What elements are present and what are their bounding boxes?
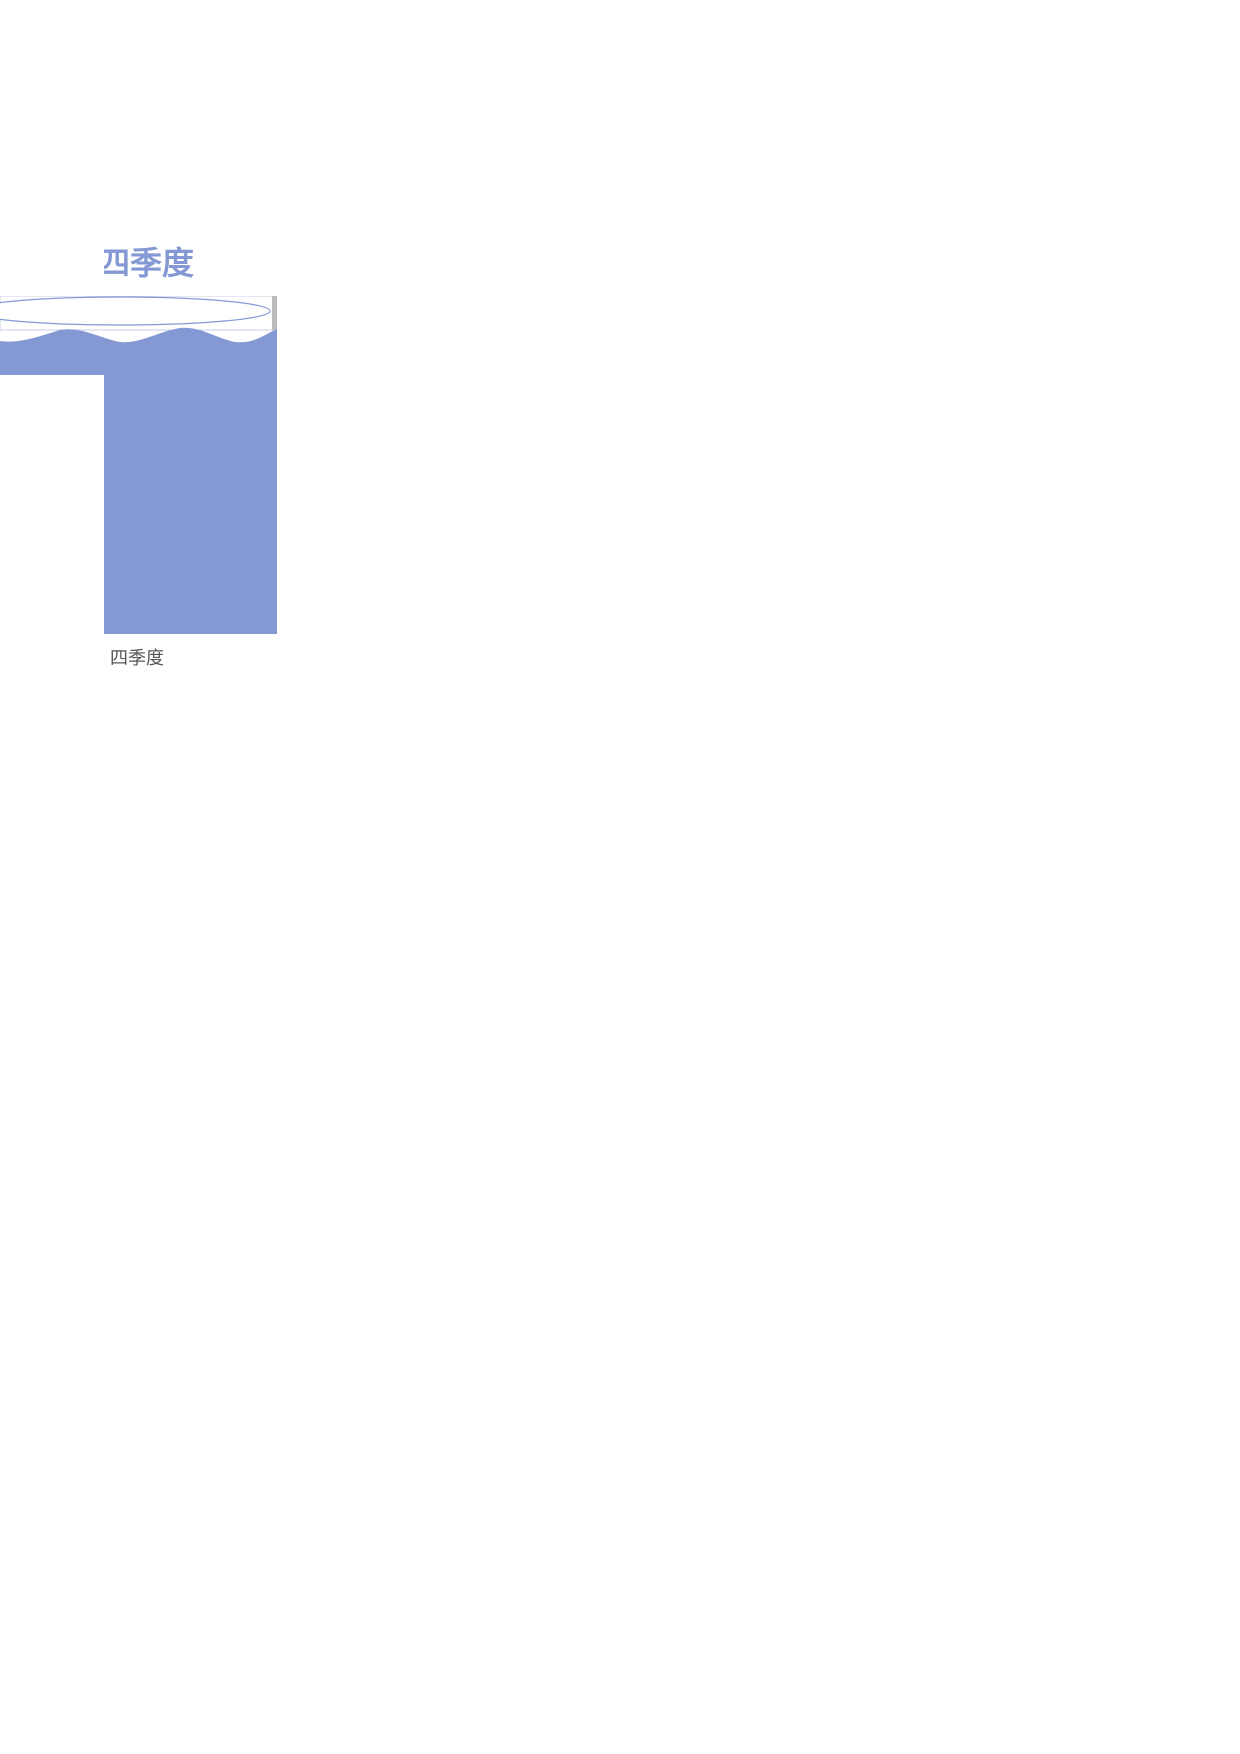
- caption: 四季度: [110, 648, 164, 669]
- heading: 四季度: [104, 244, 194, 282]
- heading-clip: 四季度: [104, 244, 194, 284]
- top-ellipse: [0, 296, 271, 326]
- caption-clip: 四季度: [104, 648, 164, 672]
- frame-edge: [272, 296, 277, 330]
- wave-column-graphic: [0, 296, 277, 634]
- wave-band: [0, 327, 277, 634]
